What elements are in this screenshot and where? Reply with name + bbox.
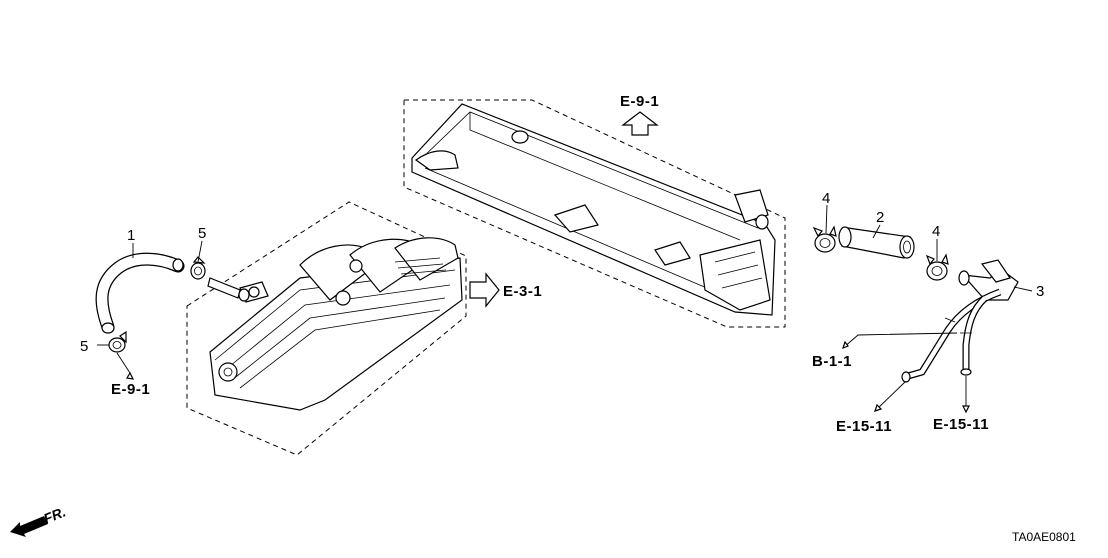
ref-e-9-1-left[interactable]: E-9-1 <box>111 381 150 398</box>
manifold-nipple <box>207 277 250 302</box>
leader-lines <box>97 204 1033 414</box>
hose-clamp-4-right <box>925 253 949 281</box>
pcv-tube-assembly <box>901 259 1019 383</box>
cylinder-head-cover-group <box>403 99 786 328</box>
front-arrow-icon <box>10 516 48 537</box>
front-label: FR. <box>41 503 68 526</box>
right-arrow-icon <box>469 272 500 308</box>
intake-manifold-drawing <box>209 237 463 411</box>
cover-dashed-boundary <box>403 99 786 328</box>
callout-part-4-left: 4 <box>822 190 830 207</box>
ref-e-15-11-left[interactable]: E-15-11 <box>836 418 892 435</box>
callout-part-2: 2 <box>876 209 884 226</box>
callout-part-4-right: 4 <box>932 223 940 240</box>
front-direction-indicator: FR. <box>10 503 68 537</box>
ref-b-1-1[interactable]: B-1-1 <box>812 353 852 370</box>
pcv-hose <box>838 226 915 259</box>
ref-e-3-1[interactable]: E-3-1 <box>503 283 542 300</box>
breather-tube <box>95 252 185 334</box>
hose-clamp-4-left <box>812 225 837 253</box>
hose-clamp-upper <box>190 256 206 280</box>
hose-clamp-lower <box>108 330 127 353</box>
cylinder-head-cover-drawing <box>411 103 776 316</box>
ref-e-9-1-top[interactable]: E-9-1 <box>620 93 659 110</box>
callout-part-1: 1 <box>127 227 135 244</box>
diagram-code: TA0AE0801 <box>1012 530 1076 544</box>
callout-part-5-lower: 5 <box>80 338 88 355</box>
intake-manifold-group <box>186 201 467 456</box>
callout-part-3: 3 <box>1036 283 1044 300</box>
manifold-dashed-boundary <box>186 201 467 456</box>
callout-part-5-upper: 5 <box>198 225 206 242</box>
up-arrow-icon <box>621 111 659 136</box>
ref-e-15-11-right[interactable]: E-15-11 <box>933 416 989 433</box>
